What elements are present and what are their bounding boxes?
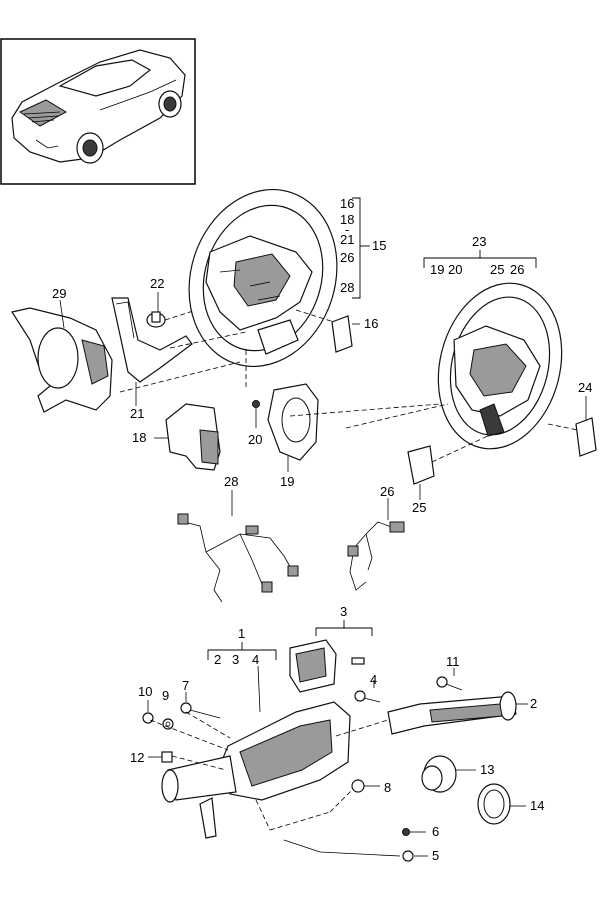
label-4b: 4 (252, 652, 259, 667)
callout-labels: 16 18 - 21 26 28 15 23 19 20 25 26 29 22… (52, 196, 592, 863)
part-16-cap-left (331, 315, 360, 353)
part-18-lower-cover (154, 403, 221, 471)
label-9: 9 (162, 688, 169, 703)
part-24-cap-right (575, 396, 597, 457)
part-3-module (289, 639, 365, 693)
label-1: 1 (238, 626, 245, 641)
part-14-ring (477, 783, 526, 825)
part-6-screw (402, 828, 426, 836)
part-5-rod (283, 839, 428, 862)
label-6: 6 (432, 824, 439, 839)
label-23: 23 (472, 234, 486, 249)
label-14: 14 (530, 798, 544, 813)
part-12-clip (148, 751, 173, 763)
label-3b: 3 (232, 652, 239, 667)
label-2: 2 (214, 652, 221, 667)
label-4: 4 (370, 672, 377, 687)
label-13: 13 (480, 762, 494, 777)
part-25-cap (407, 445, 435, 500)
part-21-trim (111, 297, 193, 406)
part-9-washer (162, 718, 174, 730)
bracket-23 (423, 250, 537, 268)
label-3: 3 (340, 604, 347, 619)
part-20-screw (252, 400, 260, 428)
label-28a: 28 (340, 280, 354, 295)
label-8: 8 (384, 780, 391, 795)
label-15: 15 (372, 238, 386, 253)
label-2b: 2 (530, 696, 537, 711)
part-10-nut (142, 700, 154, 724)
bracket-3 (315, 620, 373, 636)
bracket-15 (352, 197, 370, 299)
label-20b: 20 (448, 262, 462, 277)
car-icon (11, 49, 186, 164)
label-19: 19 (280, 474, 294, 489)
steering-wheel-left (188, 188, 338, 368)
part-19-ring (267, 383, 319, 472)
part-4-bolt (354, 680, 381, 703)
label-28b: 28 (224, 474, 238, 489)
label-18b: 18 (132, 430, 146, 445)
assembly-lines (119, 309, 579, 831)
label-5: 5 (432, 848, 439, 863)
label-11: 11 (446, 654, 460, 669)
part-7-bolt (180, 692, 221, 719)
label-10: 10 (138, 684, 152, 699)
part-1-steering-column (161, 665, 351, 839)
label-12: 12 (130, 750, 144, 765)
label-16a: 16 (340, 196, 354, 211)
part-2-shaft (387, 691, 528, 735)
label-29: 29 (52, 286, 66, 301)
label-25b: 25 (490, 262, 504, 277)
part-28-harness (177, 490, 299, 603)
label-26b: 26 (510, 262, 524, 277)
label-16b: 16 (364, 316, 378, 331)
label-26a: 26 (340, 250, 354, 265)
label-24: 24 (578, 380, 592, 395)
label-21a: 21 (340, 232, 354, 247)
part-11-bolt (436, 668, 463, 691)
part-26-harness (347, 498, 405, 591)
label-25: 25 (412, 500, 426, 515)
part-29-column-cover (11, 299, 113, 413)
bracket-1 (207, 642, 277, 660)
part-8-nut (351, 779, 380, 793)
part-13-boot (421, 755, 476, 793)
label-7: 7 (182, 678, 189, 693)
label-20: 20 (248, 432, 262, 447)
steering-wheel-right (437, 282, 563, 450)
label-21b: 21 (130, 406, 144, 421)
label-26c: 26 (380, 484, 394, 499)
label-22: 22 (150, 276, 164, 291)
label-19b: 19 (430, 262, 444, 277)
vehicle-inset (0, 38, 196, 185)
label-dash: - (345, 222, 349, 237)
label-18a: 18 (340, 212, 354, 227)
